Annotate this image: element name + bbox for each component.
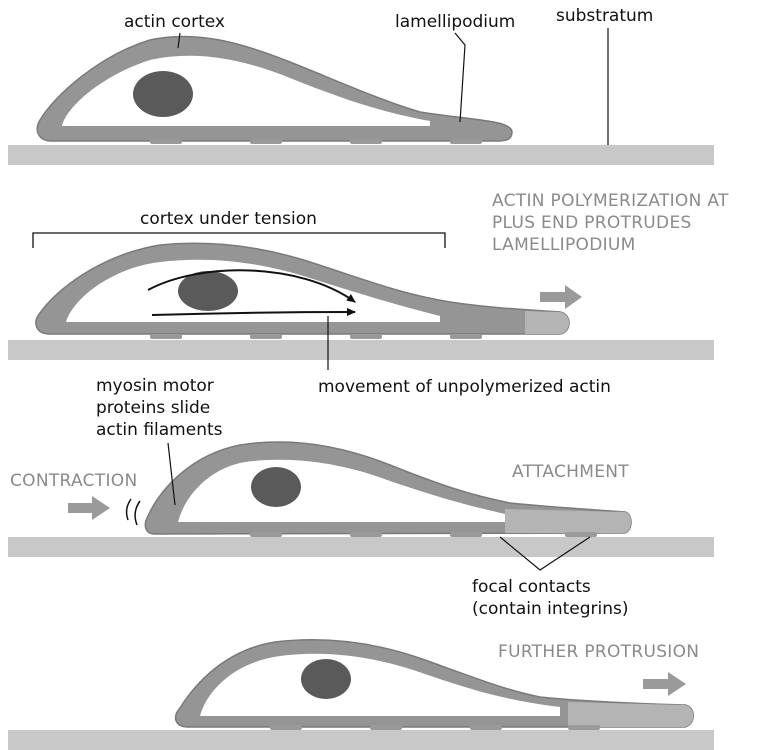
nucleus [133, 71, 193, 117]
panel-1-resting-cell: actin cortex lamellipodium substratum [8, 6, 714, 165]
label-myosin-line-3: actin filaments [96, 420, 223, 440]
leader-lamellipodium [455, 33, 465, 122]
cell-2 [36, 243, 569, 339]
label-polymerization-line-1: ACTIN POLYMERIZATION AT [492, 191, 729, 211]
nucleus [301, 659, 351, 699]
label-further-protrusion: FURTHER PROTRUSION [498, 642, 699, 662]
label-actin-cortex: actin cortex [124, 12, 225, 32]
panel-4-further-protrusion: FURTHER PROTRUSION [8, 640, 714, 750]
contraction-arrow [68, 496, 110, 520]
substratum-bar [8, 537, 714, 557]
attached-tip [505, 509, 631, 533]
protrusion-arrow [540, 285, 582, 309]
motion-lines [127, 499, 140, 525]
label-lamellipodium: lamellipodium [395, 12, 515, 32]
label-focal-contacts-line-2: (contain integrins) [472, 599, 629, 619]
label-polymerization-line-2: PLUS END PROTRUDES [492, 213, 692, 233]
further-protrusion-arrow [643, 672, 686, 696]
substratum-bar [8, 730, 714, 750]
panel-2-protrusion: cortex under tension ACTIN POLYMERIZATIO… [8, 191, 729, 397]
label-polymerization-line-3: LAMELLIPODIUM [492, 235, 636, 255]
label-myosin-line-2: proteins slide [96, 398, 210, 418]
cell-cytoplasm [200, 654, 560, 716]
cell-3 [145, 442, 631, 537]
label-myosin-line-1: myosin motor [96, 376, 214, 396]
substratum-bar [8, 340, 714, 360]
label-focal-contacts-line-1: focal contacts [472, 577, 591, 597]
panel-3-contraction-attachment: myosin motor proteins slide actin filame… [8, 376, 714, 619]
substratum-bar [8, 145, 714, 165]
cell-1 [37, 36, 512, 144]
label-cortex-tension: cortex under tension [140, 209, 317, 229]
label-contraction: CONTRACTION [10, 471, 137, 491]
nucleus [251, 467, 301, 507]
label-attachment: ATTACHMENT [512, 462, 629, 482]
protruding-tip [568, 702, 693, 727]
label-substratum: substratum [556, 6, 653, 26]
protruding-tip [525, 311, 569, 334]
label-movement: movement of unpolymerized actin [318, 377, 611, 397]
